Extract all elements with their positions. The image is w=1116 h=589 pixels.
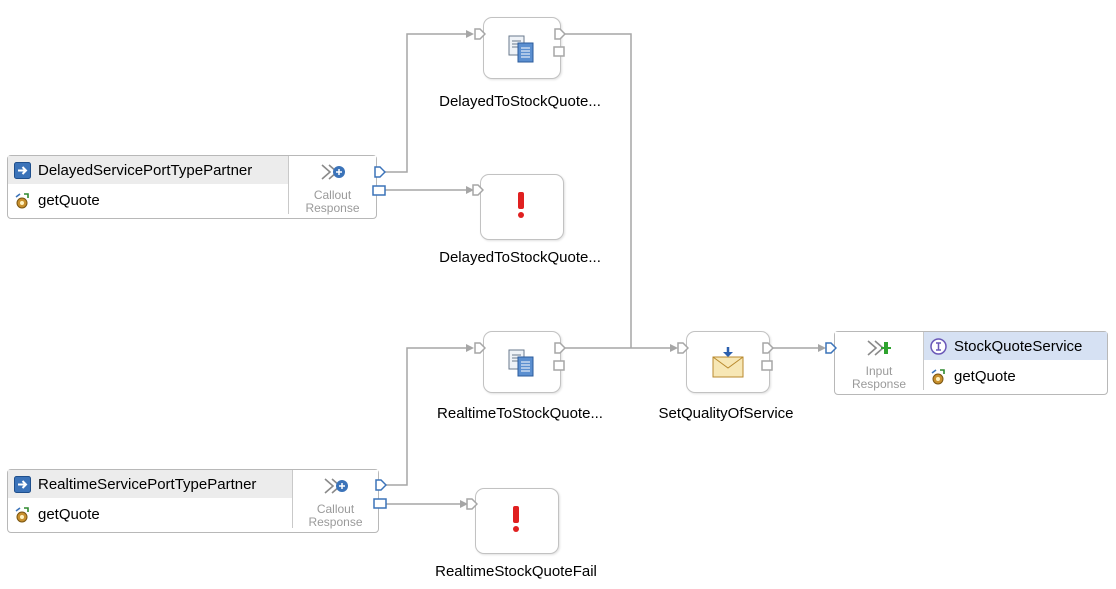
- partner-reference-icon: [14, 475, 31, 493]
- fail-terminal[interactable]: [553, 360, 565, 371]
- operation-row[interactable]: getQuote: [8, 186, 288, 214]
- input-terminal[interactable]: [474, 342, 486, 354]
- callout-response-icon: [319, 162, 347, 187]
- input-terminal[interactable]: [677, 342, 689, 354]
- fault-terminal[interactable]: [374, 166, 386, 178]
- operation-row[interactable]: getQuote: [924, 362, 1107, 390]
- operation-name: getQuote: [38, 505, 100, 523]
- output-terminal[interactable]: [372, 185, 386, 196]
- primitive-label: DelayedToStockQuote...: [439, 93, 601, 110]
- service-name: StockQuoteService: [954, 337, 1083, 355]
- service-interface[interactable]: Input Response StockQuoteService getQuot…: [834, 331, 1108, 395]
- partner-reference-icon: [14, 161, 31, 179]
- operation-name: getQuote: [954, 367, 1016, 385]
- wire-delayedmap-to-qos: [563, 33, 632, 348]
- partner-name: RealtimeServicePortTypePartner: [38, 475, 257, 493]
- primitive-label: SetQualityOfService: [658, 405, 794, 422]
- interface-icon: [930, 337, 947, 355]
- message-envelope-icon: [710, 345, 746, 386]
- primitive-label: RealtimeStockQuoteFail: [435, 563, 597, 580]
- operation-icon: [14, 192, 31, 209]
- callout-response-label: Callout Response: [305, 188, 360, 215]
- input-terminal[interactable]: [474, 28, 486, 40]
- wire-arrowheads: [460, 30, 826, 508]
- fail-icon: [509, 505, 523, 540]
- fail-icon: [514, 191, 528, 226]
- partner-name: DelayedServicePortTypePartner: [38, 161, 253, 179]
- primitive-label: RealtimeToStockQuote...: [437, 405, 603, 422]
- operation-icon: [14, 506, 31, 523]
- fail-terminal[interactable]: [761, 360, 773, 371]
- service-header: StockQuoteService: [924, 332, 1107, 360]
- operation-icon: [930, 368, 947, 385]
- partner-header: DelayedServicePortTypePartner: [8, 156, 288, 184]
- input-terminal[interactable]: [472, 184, 484, 196]
- partner-realtime[interactable]: RealtimeServicePortTypePartner getQuote …: [7, 469, 379, 533]
- partner-delayed[interactable]: DelayedServicePortTypePartner getQuote C…: [7, 155, 377, 219]
- output-terminal[interactable]: [554, 342, 566, 354]
- wire-realtime-to-map: [385, 347, 466, 486]
- primitive-set-qos[interactable]: [686, 331, 770, 393]
- operation-name: getQuote: [38, 191, 100, 209]
- xml-map-icon: [506, 34, 536, 69]
- primitive-label: DelayedToStockQuote...: [439, 249, 601, 266]
- fault-terminal[interactable]: [375, 479, 387, 491]
- input-response-label: Input Response: [851, 364, 907, 391]
- callout-response[interactable]: Callout Response: [288, 156, 376, 215]
- primitive-delayed-fail[interactable]: [480, 174, 564, 240]
- primitive-realtime-map[interactable]: [483, 331, 561, 393]
- output-terminal[interactable]: [762, 342, 774, 354]
- operation-row[interactable]: getQuote: [8, 500, 292, 528]
- output-terminal[interactable]: [554, 28, 566, 40]
- callout-response[interactable]: Callout Response: [292, 470, 378, 529]
- input-response-icon: [865, 338, 893, 363]
- input-response[interactable]: Input Response: [835, 332, 924, 391]
- wire-delayed-to-map: [385, 33, 466, 173]
- xml-map-icon: [506, 348, 536, 383]
- primitive-delayed-map[interactable]: [483, 17, 561, 79]
- output-terminal[interactable]: [373, 498, 387, 509]
- input-terminal[interactable]: [466, 498, 478, 510]
- callout-response-icon: [322, 476, 350, 501]
- primitive-realtime-fail[interactable]: [475, 488, 559, 554]
- callout-response-label: Callout Response: [308, 502, 363, 529]
- fail-terminal[interactable]: [553, 46, 565, 57]
- partner-header: RealtimeServicePortTypePartner: [8, 470, 292, 498]
- input-response-terminal[interactable]: [825, 342, 837, 354]
